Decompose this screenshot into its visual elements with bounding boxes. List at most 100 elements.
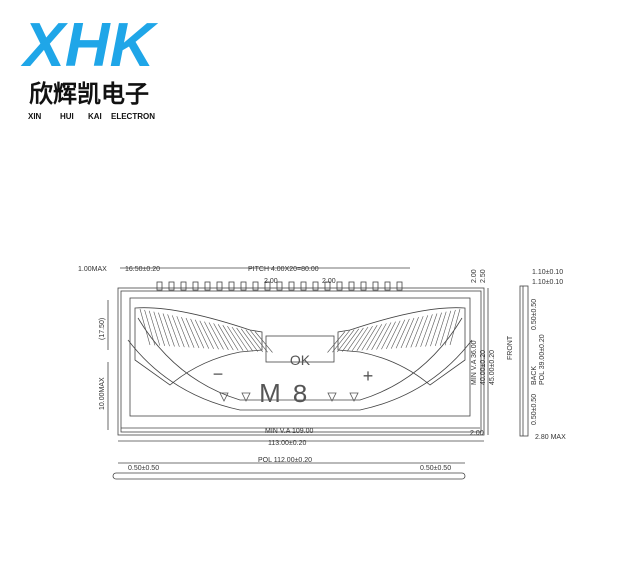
hatch-line [250,330,268,353]
dim-height-inner: 40.00±0.20 [480,350,487,385]
company-name-en-3: KAI [88,112,102,121]
hatch-line [351,326,369,352]
hatch-line [171,315,185,348]
pin [348,281,355,291]
company-name-en-4: ELECTRON [111,112,155,121]
dim-pin-gap-1: 2.00 [264,278,278,285]
pin [264,281,271,291]
pin [276,281,283,291]
hatch-line [420,314,433,347]
pin [312,281,319,291]
down-triangle-icon [241,392,251,402]
hatch-line [217,324,234,351]
dim-pin-offset: 16.50±0.20 [125,266,160,273]
hatch-line [194,319,210,349]
hatch-line [449,308,461,346]
pin [228,281,235,291]
pin [240,281,247,291]
dim-pol-width: POL 112.00±0.20 [258,457,312,464]
dim-min-va-height: MIN V.A 36.00 [471,340,478,385]
pin [288,281,295,291]
pin [324,281,331,291]
hatch-line [327,331,346,353]
pin-row [156,281,403,291]
hatch-line [430,312,442,347]
hatch-line [231,326,249,352]
hatch-line [425,313,438,347]
hatch-line [371,323,387,350]
hatch-line [410,316,424,348]
arc-inner [137,317,463,401]
pin [216,281,223,291]
ok-indicator: OK [290,352,311,368]
pin [360,281,367,291]
pin [252,281,259,291]
hatch-line [435,311,447,346]
dim-right-top-2: 2.50 [480,269,487,283]
label-back: BACK [531,366,538,385]
dim-pin-gap-2: 2.00 [322,278,336,285]
dim-right-top-1: 2.00 [471,269,478,283]
polarizer-strip [112,472,466,480]
hatch-line [366,324,383,351]
hatch-line [213,323,229,350]
down-triangle-icon [219,392,229,402]
pin [300,281,307,291]
digit-segment: 8 [292,380,308,410]
hatch-line [444,309,456,346]
side-view [519,285,529,437]
dim-side-top-2: 1.10±0.10 [532,279,563,286]
glass-inner [120,290,482,433]
segment-hatching [139,308,461,353]
hatch-line [167,314,180,347]
hatch-line [158,312,170,347]
hatch-line [439,310,452,346]
hatch-line [395,318,410,349]
hatch-line [376,322,392,350]
company-name-cn: 欣辉凯电子 [29,80,149,108]
dim-width: 113.00±0.20 [268,440,306,447]
hatch-line [356,325,373,351]
hatch-line [332,330,350,353]
pin [156,281,163,291]
hatch-line [208,322,224,350]
dim-pol-height: POL 39.00±0.20 [539,334,546,385]
hatch-line [162,313,175,347]
hatch-line [153,311,165,346]
viewing-area [129,297,471,417]
center-window [265,335,335,363]
hatch-line [346,327,364,352]
pin [396,281,403,291]
label-front: FRONT [507,335,514,360]
company-name-en-1: XIN [28,112,42,121]
hatch-line [222,325,239,351]
dim-pol-right: 0.50±0.50 [420,465,451,472]
hatch-line [240,328,259,352]
plus-indicator: + [363,366,374,386]
hatch-line [176,316,190,348]
hatch-line [415,315,429,348]
mode-letter: M [259,378,281,408]
hatch-line [144,309,156,346]
hatch-line [361,325,378,351]
hatch-line [254,331,273,353]
hatch-line [139,308,151,346]
pin [336,281,343,291]
hatch-line [400,317,415,349]
dim-top-left-max: 1.00MAX [78,266,107,273]
dim-min-va-width: MIN V.A 109.00 [265,428,313,435]
dim-left-max: 10.00MAX [99,377,106,410]
right-bar-segment [337,307,466,386]
logo-mark: XHK [21,11,159,80]
company-logo: XHK 欣辉凯电子 XIN HUI KAI ELECTRON [14,8,164,123]
hatch-line [390,319,406,349]
hatch-line [227,325,244,351]
company-name-en-2: HUI [60,112,74,121]
hatch-line [405,316,419,348]
minus-indicator: − [213,364,224,384]
hatch-line [236,327,254,352]
hatch-line [190,318,205,349]
hatch-line [181,316,195,348]
down-triangle-icon [327,392,337,402]
down-triangle-icon [349,392,359,402]
